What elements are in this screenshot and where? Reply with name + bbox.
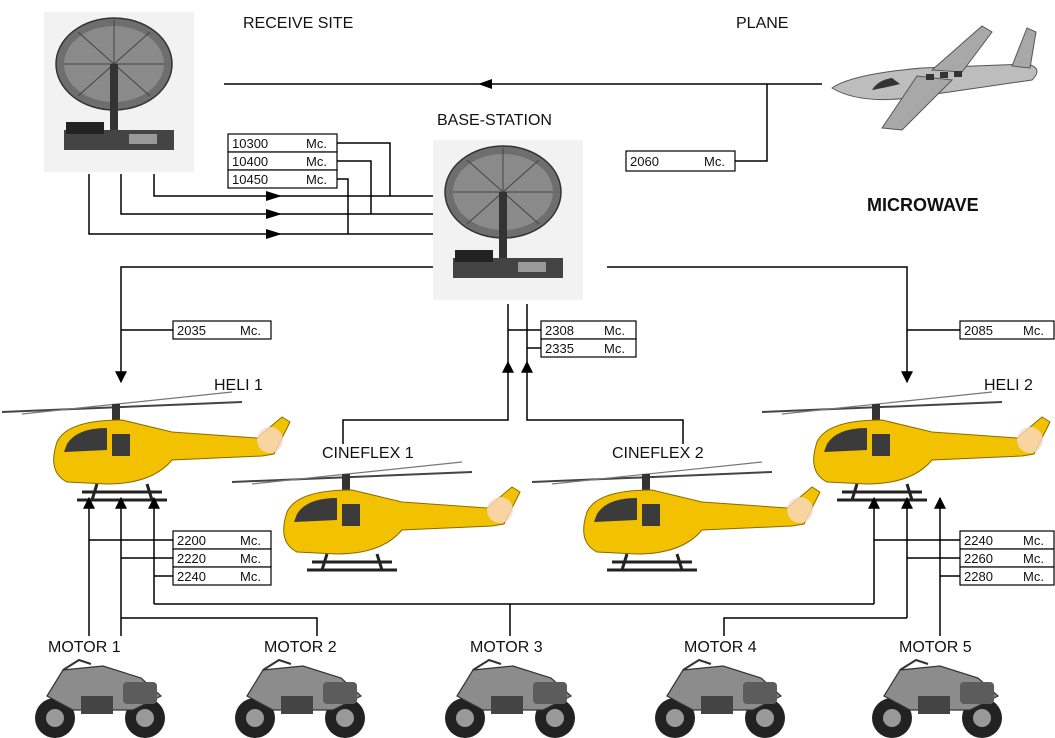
svg-text:2200: 2200 bbox=[177, 533, 206, 548]
heli2-image bbox=[760, 390, 1052, 502]
heli1-image bbox=[0, 390, 292, 502]
heli2-link bbox=[607, 266, 960, 384]
base-station-label: BASE-STATION bbox=[437, 112, 552, 129]
heli1-link bbox=[115, 266, 433, 384]
receive-site-dish-image bbox=[43, 11, 195, 173]
svg-text:Mc.: Mc. bbox=[604, 341, 625, 356]
plane-image bbox=[831, 25, 1038, 131]
freq-plane: 2060 Mc. bbox=[625, 150, 736, 172]
freq-heli1: 2035 Mc. bbox=[172, 320, 272, 340]
svg-text:2308: 2308 bbox=[545, 323, 574, 338]
freq-heli2: 2085 Mc. bbox=[959, 320, 1055, 340]
heli1-label: HELI 1 bbox=[214, 377, 263, 394]
motor2-label: MOTOR 2 bbox=[264, 639, 337, 656]
receive-to-base-links bbox=[88, 142, 433, 239]
motor1-label: MOTOR 1 bbox=[48, 639, 121, 656]
svg-text:2220: 2220 bbox=[177, 551, 206, 566]
cineflex1-image bbox=[230, 460, 522, 572]
svg-text:2060: 2060 bbox=[630, 154, 659, 169]
plane-label: PLANE bbox=[736, 15, 788, 32]
svg-text:Mc.: Mc. bbox=[240, 533, 261, 548]
svg-text:2085: 2085 bbox=[964, 323, 993, 338]
svg-text:Mc.: Mc. bbox=[1023, 533, 1044, 548]
svg-text:2260: 2260 bbox=[964, 551, 993, 566]
freq-motors-right-list: 2240 2260 2280 Mc. Mc. Mc. bbox=[959, 530, 1055, 586]
motor-links-left bbox=[83, 496, 874, 636]
svg-text:2335: 2335 bbox=[545, 341, 574, 356]
svg-text:Mc.: Mc. bbox=[240, 323, 261, 338]
freq-cineflex-list: 2308 2335 Mc. Mc. bbox=[540, 320, 637, 358]
motor1-image bbox=[34, 659, 166, 738]
svg-text:Mc.: Mc. bbox=[306, 154, 327, 169]
svg-text:Mc.: Mc. bbox=[704, 154, 725, 169]
freq-receive-list: 10300 10400 10450 Mc. Mc. Mc. bbox=[227, 133, 338, 189]
svg-text:2280: 2280 bbox=[964, 569, 993, 584]
freq-motors-left-list: 2200 2220 2240 Mc. Mc. Mc. bbox=[172, 530, 272, 586]
microwave-label: MICROWAVE bbox=[867, 195, 979, 215]
svg-text:2240: 2240 bbox=[964, 533, 993, 548]
receive-site-label: RECEIVE SITE bbox=[243, 15, 353, 32]
svg-text:Mc.: Mc. bbox=[1023, 569, 1044, 584]
motor2-image bbox=[234, 659, 366, 738]
motor3-image bbox=[444, 659, 576, 738]
base-station-dish-image bbox=[432, 139, 584, 301]
svg-text:Mc.: Mc. bbox=[240, 551, 261, 566]
svg-text:2240: 2240 bbox=[177, 569, 206, 584]
svg-text:Mc.: Mc. bbox=[306, 136, 327, 151]
svg-text:2035: 2035 bbox=[177, 323, 206, 338]
cineflex1-label: CINEFLEX 1 bbox=[322, 445, 414, 462]
svg-text:Mc.: Mc. bbox=[306, 172, 327, 187]
svg-text:10450: 10450 bbox=[232, 172, 268, 187]
cineflex2-image bbox=[530, 460, 822, 572]
motor5-label: MOTOR 5 bbox=[899, 639, 972, 656]
svg-text:10400: 10400 bbox=[232, 154, 268, 169]
svg-text:10300: 10300 bbox=[232, 136, 268, 151]
cineflex2-label: CINEFLEX 2 bbox=[612, 445, 704, 462]
heli2-label: HELI 2 bbox=[984, 377, 1033, 394]
motor3-label: MOTOR 3 bbox=[470, 639, 543, 656]
motor5-image bbox=[871, 659, 1003, 738]
svg-text:Mc.: Mc. bbox=[1023, 551, 1044, 566]
cineflex-links bbox=[342, 304, 684, 444]
plane-to-receive-link bbox=[224, 79, 822, 162]
svg-text:Mc.: Mc. bbox=[1023, 323, 1044, 338]
svg-text:Mc.: Mc. bbox=[240, 569, 261, 584]
svg-text:Mc.: Mc. bbox=[604, 323, 625, 338]
motor4-image bbox=[654, 659, 786, 738]
motor4-label: MOTOR 4 bbox=[684, 639, 757, 656]
motor-links-right bbox=[723, 496, 960, 636]
